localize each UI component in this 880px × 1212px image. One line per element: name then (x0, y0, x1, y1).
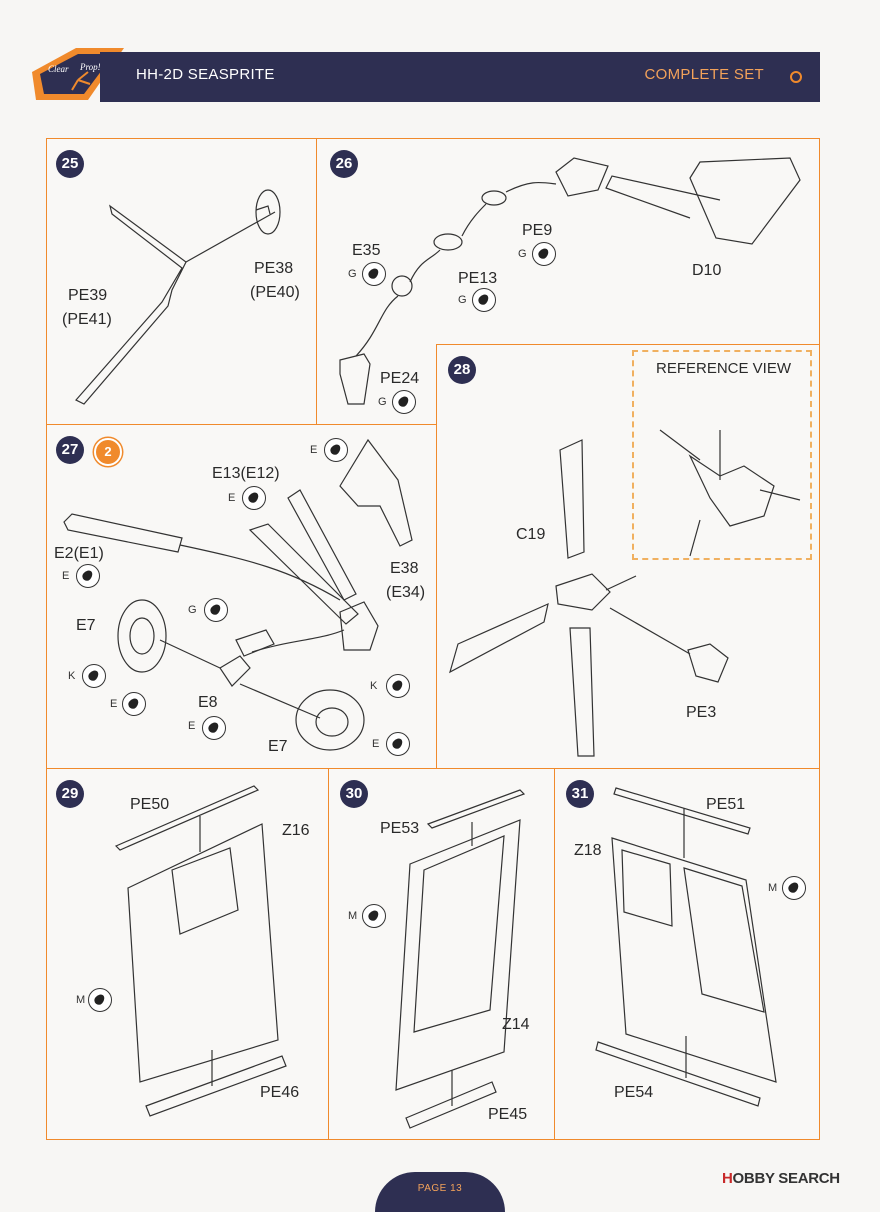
paint-code-top: E (310, 444, 318, 456)
paint-k1-icon (82, 664, 106, 688)
paint-code-pe9: G (518, 248, 527, 260)
paint-e8-icon (202, 716, 226, 740)
paint-m29-icon (88, 988, 112, 1012)
paint-e13-icon (242, 486, 266, 510)
label-z18: Z18 (574, 842, 602, 859)
paint-code-m30: M (348, 910, 358, 922)
paint-code-e8: E (188, 720, 196, 732)
paint-pe13-icon (472, 288, 496, 312)
step-29-number: 29 (56, 780, 84, 808)
label-e8: E8 (198, 694, 218, 711)
label-pe24: PE24 (380, 370, 420, 387)
label-e13: E13(E12) (212, 465, 280, 482)
paint-code-pe24: G (378, 396, 387, 408)
step-28-number: 28 (448, 356, 476, 384)
paint-code-e2: E (62, 570, 70, 582)
paint-code-e35: G (348, 268, 357, 280)
quantity-badge: 2 (94, 438, 122, 466)
label-z16: Z16 (282, 822, 310, 839)
paint-code-m31: M (768, 882, 778, 894)
reference-view-label: REFERENCE VIEW (656, 360, 792, 377)
step-26-number: 26 (330, 150, 358, 178)
step-29-panel (46, 768, 330, 1140)
label-pe9: PE9 (522, 222, 553, 239)
paint-code-g: G (188, 604, 197, 616)
label-pe38: PE38 (254, 260, 294, 277)
paint-m31-icon (782, 876, 806, 900)
paint-code-m29: M (76, 994, 86, 1006)
label-e7a: E7 (76, 617, 96, 634)
label-e35: E35 (352, 242, 381, 259)
watermark-brand-rest: OBBY SEARCH (732, 1170, 841, 1187)
set-label: COMPLETE SET (644, 66, 764, 83)
paint-e2-icon (76, 564, 100, 588)
paint-code-k2: K (370, 680, 378, 692)
paint-code-e1: E (110, 698, 118, 710)
label-pe3: PE3 (686, 704, 717, 721)
page-number: PAGE 13 (417, 1183, 463, 1194)
logo-line2: Prop! (79, 62, 101, 72)
label-pe41: (PE41) (62, 311, 112, 328)
step-27-panel (46, 424, 438, 770)
paint-e1-icon (122, 692, 146, 716)
paint-g-icon (204, 598, 228, 622)
label-pe45: PE45 (488, 1106, 528, 1123)
watermark: HOBBY SEARCH (722, 1170, 840, 1187)
paint-m30-icon (362, 904, 386, 928)
step-30-panel (328, 768, 556, 1140)
step-30-number: 30 (340, 780, 368, 808)
paint-code-pe13: G (458, 294, 467, 306)
logo-line1: Clear (48, 64, 69, 74)
step-27-number: 27 (56, 436, 84, 464)
label-pe39: PE39 (68, 287, 108, 304)
page-footer: PAGE 13 (375, 1172, 505, 1212)
label-z14: Z14 (502, 1016, 530, 1033)
label-pe50: PE50 (130, 796, 170, 813)
watermark-brand-h: H (722, 1170, 733, 1187)
header-dot-icon (790, 71, 802, 83)
paint-e3-icon (386, 732, 410, 756)
label-pe51: PE51 (706, 796, 746, 813)
paint-code-e3: E (372, 738, 380, 750)
paint-top-icon (324, 438, 348, 462)
paint-pe24-icon (392, 390, 416, 414)
label-c19: C19 (516, 526, 546, 543)
label-d10: D10 (692, 262, 722, 279)
label-pe53: PE53 (380, 820, 420, 837)
paint-code-k1: K (68, 670, 76, 682)
label-e34: (E34) (386, 584, 426, 601)
model-title: HH-2D SEASPRITE (136, 66, 275, 83)
page-header: HH-2D SEASPRITE COMPLETE SET (100, 52, 820, 102)
paint-pe9-icon (532, 242, 556, 266)
label-pe54: PE54 (614, 1084, 654, 1101)
label-e2: E2(E1) (54, 545, 104, 562)
step-25-number: 25 (56, 150, 84, 178)
paint-code-e13: E (228, 492, 236, 504)
paint-e35-icon (362, 262, 386, 286)
label-pe40: (PE40) (250, 284, 300, 301)
label-pe13: PE13 (458, 270, 498, 287)
reference-view-box (632, 350, 812, 560)
label-e7b: E7 (268, 738, 288, 755)
label-e38: E38 (390, 560, 419, 577)
label-pe46: PE46 (260, 1084, 300, 1101)
paint-k2-icon (386, 674, 410, 698)
step-31-number: 31 (566, 780, 594, 808)
